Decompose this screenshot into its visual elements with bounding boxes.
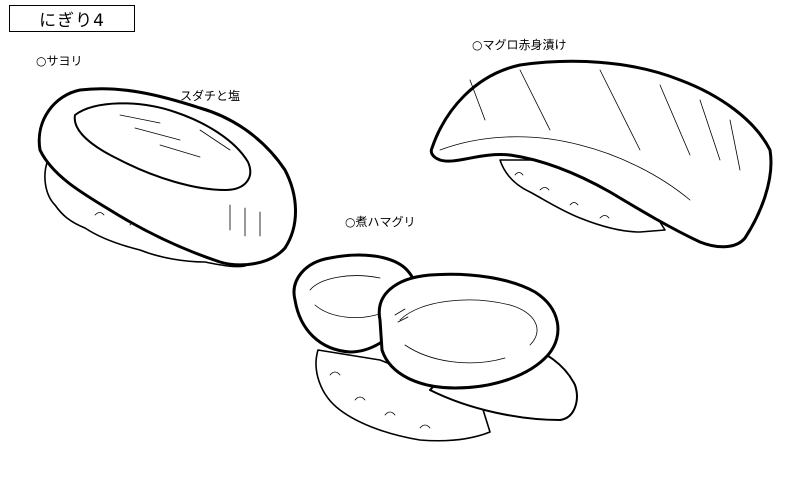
note-sudachi-salt: スダチと塩 bbox=[180, 89, 241, 103]
sheet-title: にぎり4 bbox=[9, 5, 135, 32]
hamaguri-nigiri-illustration bbox=[292, 253, 578, 442]
label-ni-hamaguri: ○煮ハマグリ bbox=[345, 215, 416, 229]
maguro-nigiri-illustration bbox=[429, 59, 773, 249]
sayori-nigiri-illustration bbox=[37, 87, 297, 268]
label-maguro-zuke: ○マグロ赤身漬け bbox=[472, 38, 567, 52]
maguro-rice bbox=[499, 159, 666, 233]
sheet-title-text: にぎり4 bbox=[39, 11, 105, 31]
hamaguri-rice bbox=[315, 349, 491, 442]
maguro-fish bbox=[429, 59, 773, 249]
hamaguri-clam-right bbox=[377, 272, 560, 390]
label-sayori: ○サヨリ bbox=[36, 54, 83, 68]
sayori-fish-inner bbox=[73, 102, 252, 191]
